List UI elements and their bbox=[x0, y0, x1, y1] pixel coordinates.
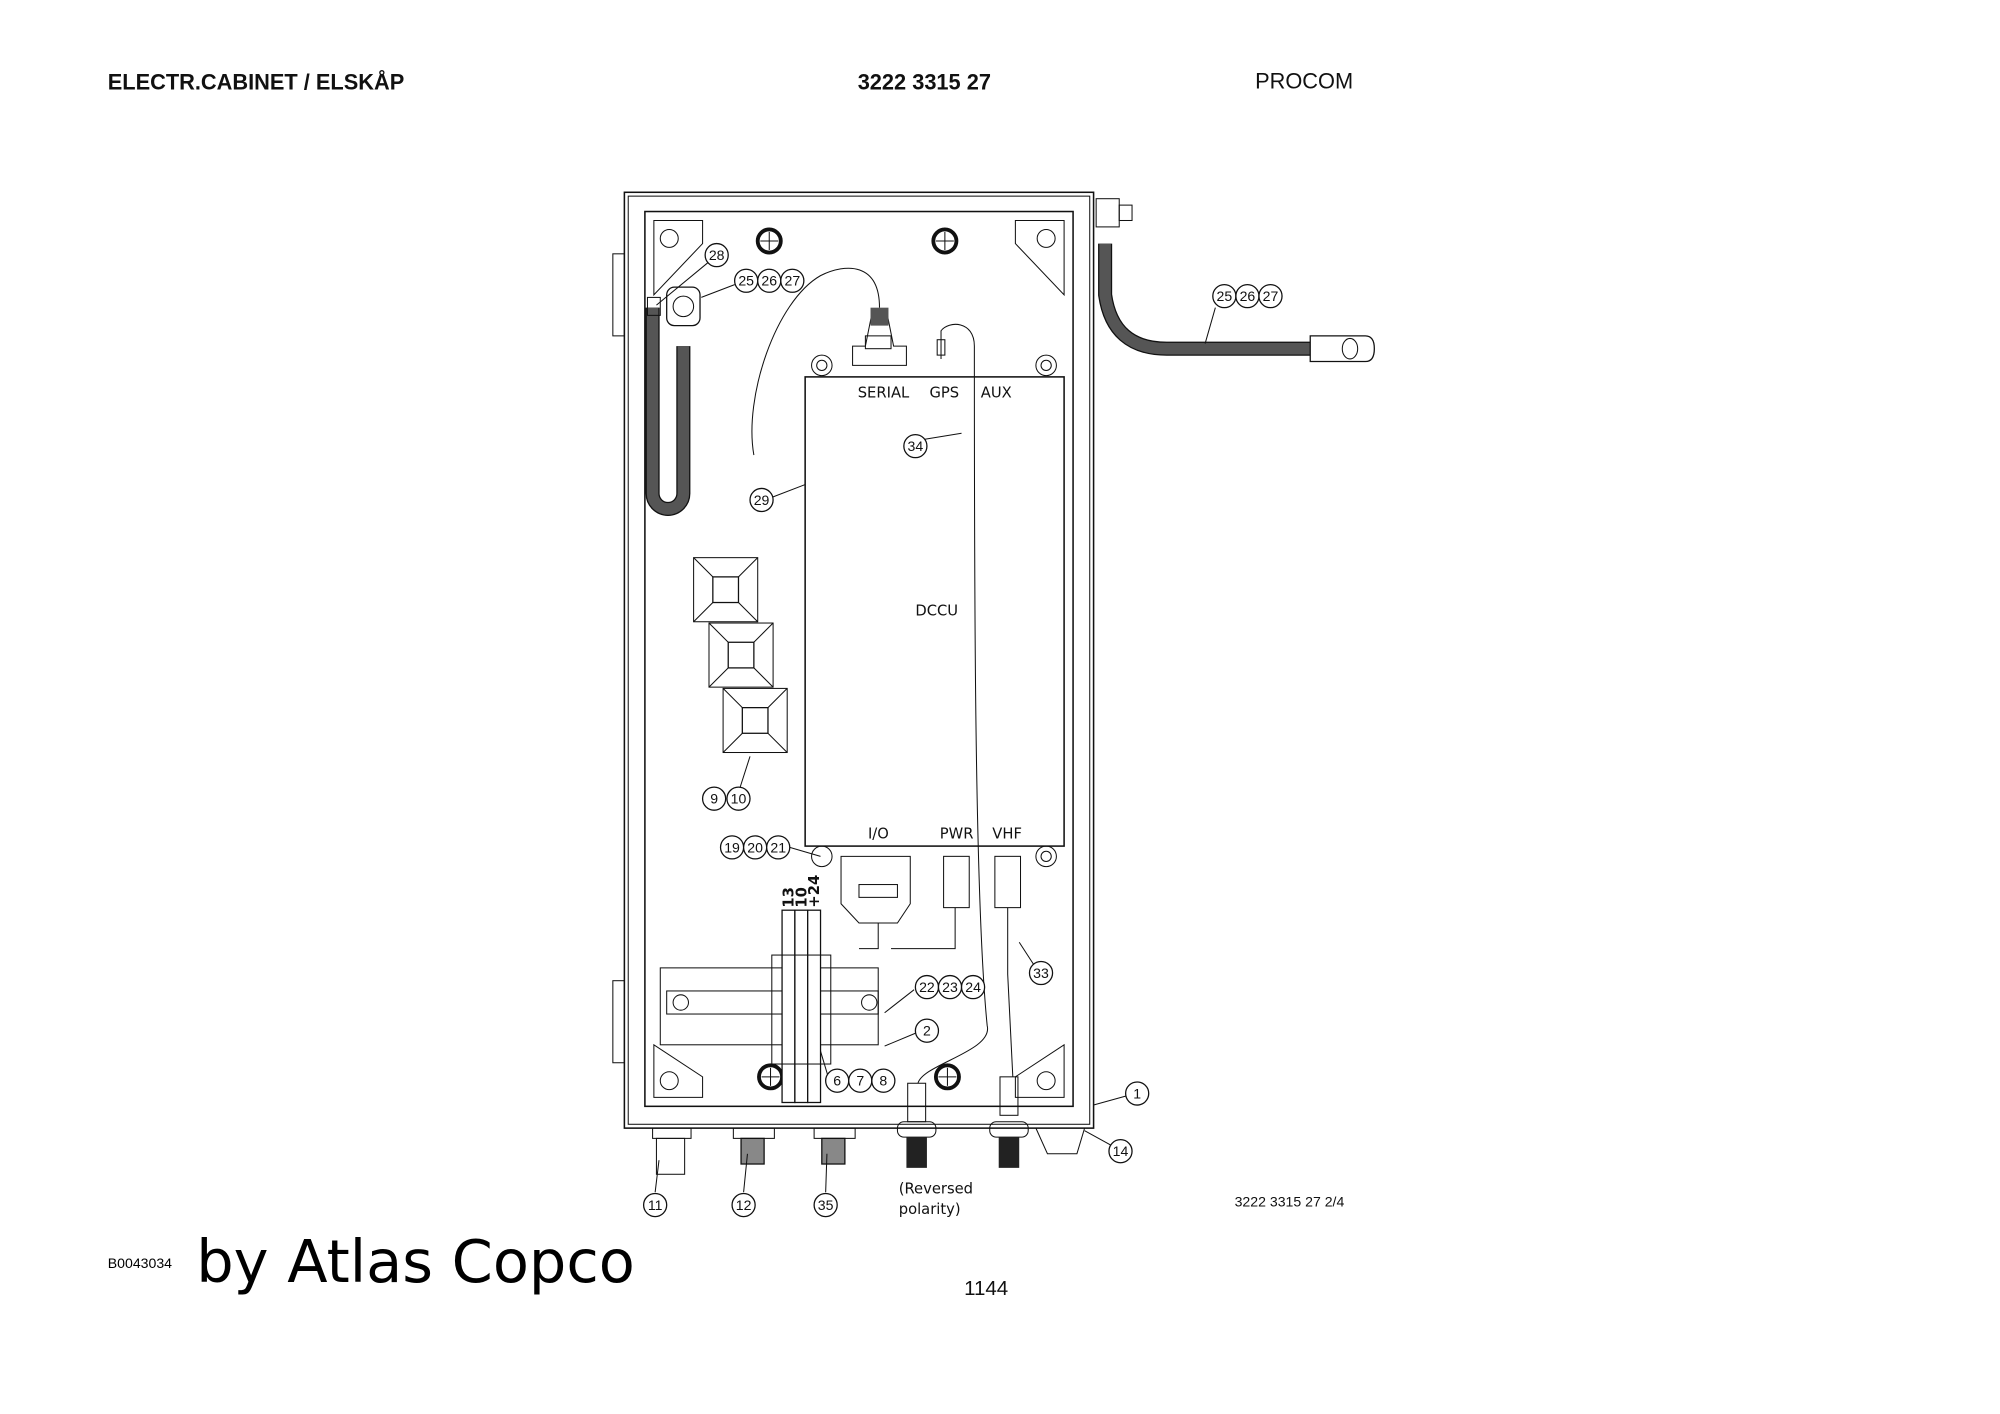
callout: 27 bbox=[780, 268, 805, 293]
terminal-label: 13 bbox=[781, 887, 798, 908]
svg-text:33: 33 bbox=[1033, 965, 1049, 981]
port-label-io: I/O bbox=[868, 825, 889, 842]
callout: 23 bbox=[937, 974, 963, 1000]
dccu-module bbox=[804, 376, 1065, 847]
svg-text:29: 29 bbox=[754, 492, 770, 508]
callout: 1 bbox=[1124, 1081, 1150, 1106]
callout: 34 bbox=[903, 433, 928, 459]
callout: 25 bbox=[733, 268, 759, 293]
svg-text:24: 24 bbox=[965, 979, 981, 995]
callout: 7 bbox=[848, 1068, 873, 1093]
hinge-bottom bbox=[612, 980, 625, 1064]
svg-text:6: 6 bbox=[833, 1073, 841, 1089]
callout: 14 bbox=[1108, 1139, 1133, 1164]
svg-text:22: 22 bbox=[919, 979, 935, 995]
drawing-reference: 3222 3315 27 2/4 bbox=[1235, 1193, 1345, 1209]
callout-bubbles: 28 25 26 27 25 26 27 34 29 9 10 19 20 21… bbox=[642, 242, 1283, 1218]
callout: 29 bbox=[749, 487, 774, 513]
screw-icon bbox=[755, 227, 783, 255]
port-label-pwr: PWR bbox=[940, 825, 974, 842]
part-number: 3222 3315 27 bbox=[858, 70, 991, 95]
polarity-note: polarity) bbox=[899, 1201, 961, 1218]
svg-text:19: 19 bbox=[724, 839, 740, 855]
callout: 9 bbox=[701, 786, 727, 811]
hinge-top bbox=[612, 253, 625, 337]
screw-icon bbox=[933, 1063, 961, 1091]
svg-text:9: 9 bbox=[710, 791, 718, 807]
screw-icon bbox=[757, 1063, 784, 1091]
svg-text:7: 7 bbox=[856, 1073, 864, 1089]
svg-text:12: 12 bbox=[736, 1197, 752, 1213]
polarity-note: (Reversed bbox=[899, 1181, 973, 1198]
svg-text:28: 28 bbox=[709, 247, 725, 263]
screw-icon bbox=[931, 227, 959, 255]
mounting-plate bbox=[644, 210, 1074, 1108]
cable-tie-mount bbox=[722, 687, 788, 754]
port-label-serial: SERIAL bbox=[858, 384, 910, 401]
port-label-aux: AUX bbox=[981, 384, 1012, 401]
page-number: 1144 bbox=[964, 1277, 1008, 1300]
svg-text:27: 27 bbox=[784, 273, 800, 289]
callout: 6 bbox=[825, 1068, 850, 1093]
callout: 28 bbox=[704, 242, 729, 268]
port-label-gps: GPS bbox=[929, 384, 959, 401]
din-rail bbox=[659, 967, 879, 1046]
callout: 20 bbox=[742, 835, 768, 860]
callout: 27 bbox=[1258, 283, 1283, 309]
svg-text:26: 26 bbox=[761, 273, 777, 289]
section-title: ELECTR.CABINET / ELSKÅP bbox=[108, 69, 404, 95]
cabinet-outer bbox=[623, 191, 1095, 1129]
cable-tie-mount bbox=[693, 557, 759, 623]
svg-text:25: 25 bbox=[1216, 288, 1232, 304]
callout: 25 bbox=[1212, 283, 1237, 309]
cable-tie-mount bbox=[708, 622, 774, 688]
callout: 19 bbox=[719, 835, 745, 860]
svg-text:25: 25 bbox=[738, 273, 754, 289]
svg-text:21: 21 bbox=[770, 839, 786, 855]
svg-text:35: 35 bbox=[818, 1197, 834, 1213]
svg-text:26: 26 bbox=[1240, 288, 1256, 304]
terminal-label: +24 bbox=[806, 875, 823, 908]
brand-watermark: by Atlas Copco bbox=[196, 1227, 635, 1296]
callout: 2 bbox=[914, 1018, 940, 1043]
svg-text:20: 20 bbox=[747, 839, 763, 855]
callout: 11 bbox=[642, 1192, 668, 1218]
callout: 35 bbox=[813, 1192, 838, 1218]
port-label-vhf: VHF bbox=[992, 825, 1022, 842]
svg-text:2: 2 bbox=[923, 1023, 931, 1039]
terminal-label: 10 bbox=[793, 887, 810, 908]
callout: 22 bbox=[914, 974, 940, 1000]
svg-text:23: 23 bbox=[942, 979, 958, 995]
callout: 21 bbox=[766, 835, 791, 860]
image-id: B0043034 bbox=[108, 1255, 172, 1271]
svg-text:1: 1 bbox=[1133, 1086, 1141, 1102]
svg-text:27: 27 bbox=[1263, 288, 1279, 304]
callout: 12 bbox=[731, 1192, 756, 1218]
callout: 26 bbox=[1235, 283, 1260, 309]
callout: 33 bbox=[1028, 960, 1054, 986]
svg-text:34: 34 bbox=[908, 438, 924, 454]
svg-text:11: 11 bbox=[648, 1197, 663, 1213]
product-name: PROCOM bbox=[1255, 68, 1353, 93]
callout: 24 bbox=[960, 974, 986, 1000]
svg-text:10: 10 bbox=[731, 791, 747, 807]
svg-text:8: 8 bbox=[879, 1073, 887, 1089]
module-label: DCCU bbox=[915, 602, 958, 619]
svg-text:14: 14 bbox=[1113, 1143, 1129, 1159]
cabinet-drawing: 13 10 +24 SERIAL GPS AUX DCCU I/O PWR VH… bbox=[612, 191, 1375, 1218]
callout: 8 bbox=[871, 1068, 896, 1093]
callout: 10 bbox=[726, 786, 751, 811]
callout: 26 bbox=[757, 268, 782, 293]
terminal-block bbox=[771, 909, 832, 1104]
